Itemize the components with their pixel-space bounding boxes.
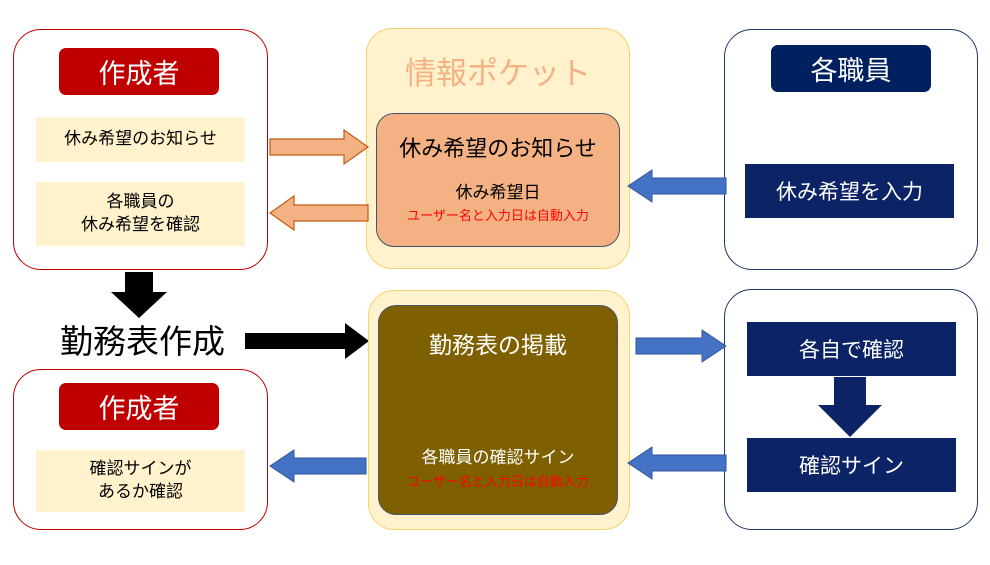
creator-tag-top: 作成者 <box>59 48 219 95</box>
enter-holiday-request-box: 休み希望を入力 <box>745 164 954 218</box>
arrow-right-to-pocket <box>269 128 370 166</box>
holiday-notice-card-title: 休み希望のお知らせ <box>399 137 597 162</box>
holiday-date-label: 休み希望日 <box>455 183 541 203</box>
note-check-signature: 確認サインが あるか確認 <box>36 450 245 512</box>
create-roster-label: 勤務表作成 <box>60 322 225 361</box>
self-check-box: 各自で確認 <box>747 322 956 376</box>
staff-tag: 各職員 <box>771 45 931 92</box>
creator-tag-bottom: 作成者 <box>59 383 219 430</box>
note-check-holiday-requests: 各職員の 休み希望を確認 <box>36 182 245 246</box>
note-line: 休み希望を確認 <box>81 215 200 235</box>
note-line: あるか確認 <box>98 482 183 502</box>
auto-input-note-top: ユーザー名と入力日は自動入力 <box>407 209 589 224</box>
roster-posting-title: 勤務表の掲載 <box>429 333 567 359</box>
arrow-staff-to-pocket-top <box>627 169 727 203</box>
arrow-pocket-to-staff <box>635 329 727 363</box>
note-holiday-notice: 休み希望のお知らせ <box>36 117 245 162</box>
arrow-down-black <box>111 272 167 318</box>
arrow-down-navy <box>818 377 882 437</box>
arrow-staff-to-pocket-bottom <box>627 446 727 480</box>
confirm-signature-box: 確認サイン <box>747 438 956 492</box>
holiday-notice-card <box>376 113 620 247</box>
arrow-right-black <box>245 323 369 359</box>
arrow-pocket-to-creator <box>269 449 367 483</box>
info-pocket-title: 情報ポケット <box>405 56 591 92</box>
staff-signature-label: 各職員の確認サイン <box>421 448 575 468</box>
note-line: 確認サインが <box>89 459 192 480</box>
auto-input-note-bottom: ユーザー名と入力日は自動入力 <box>407 475 589 490</box>
roster-posting-card <box>378 305 618 515</box>
note-line: 各職員の <box>106 192 175 213</box>
arrow-left-from-pocket <box>268 194 369 232</box>
